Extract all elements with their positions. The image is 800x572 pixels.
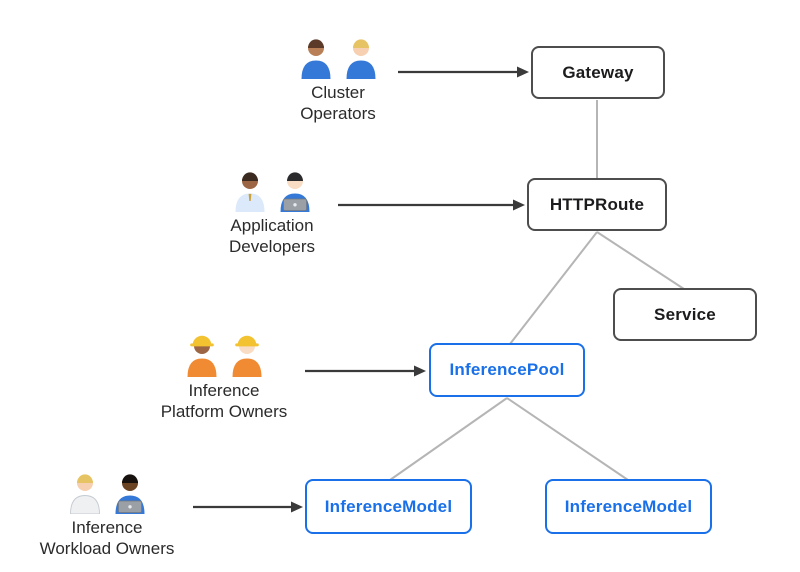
- persona-label: Cluster Operators: [300, 83, 376, 123]
- node-service: Service: [613, 288, 757, 341]
- node-gateway-label: Gateway: [562, 62, 634, 82]
- edge-httproute-service: [596, 231, 685, 290]
- health-worker-icon: [65, 470, 105, 514]
- node-inferencepool: InferencePool: [429, 343, 585, 397]
- edge-inferencepool-model-left: [389, 397, 508, 481]
- node-inferencepool-label: InferencePool: [449, 360, 565, 379]
- node-inferencemodel-right-label: InferenceModel: [564, 496, 693, 516]
- woman-technologist-icon: [275, 168, 315, 212]
- persona-label: Inference Workload Owners: [39, 518, 175, 558]
- node-httproute: HTTPRoute: [527, 178, 667, 231]
- persona-inference-platform-owners: Inference Platform Owners: [139, 331, 309, 422]
- node-gateway: Gateway: [531, 46, 665, 99]
- persona-cluster-operators: Cluster Operators: [253, 33, 423, 124]
- woman-construction-worker-icon: [182, 333, 222, 377]
- man-office-worker-icon: [230, 168, 270, 212]
- persona-application-developers: Application Developers: [187, 166, 357, 257]
- edge-inferencepool-model-right: [506, 397, 629, 481]
- man-mechanic-icon: [296, 35, 336, 79]
- node-inferencemodel-left: InferenceModel: [305, 479, 472, 534]
- man-technologist-icon: [110, 470, 150, 514]
- persona-icons: [253, 33, 423, 79]
- persona-label: Inference Platform Owners: [160, 381, 288, 421]
- persona-inference-workload-owners: Inference Workload Owners: [22, 468, 192, 559]
- node-httproute-label: HTTPRoute: [549, 194, 645, 214]
- persona-label: Application Developers: [229, 216, 315, 256]
- man-construction-worker-icon: [227, 333, 267, 377]
- persona-icons: [139, 331, 309, 377]
- edge-httproute-inferencepool: [509, 231, 598, 345]
- node-inferencemodel-left-label: InferenceModel: [324, 496, 453, 516]
- persona-icons: [187, 166, 357, 212]
- node-service-label: Service: [654, 304, 716, 324]
- woman-mechanic-icon: [341, 35, 381, 79]
- node-inferencemodel-right: InferenceModel: [545, 479, 712, 534]
- persona-icons: [22, 468, 192, 514]
